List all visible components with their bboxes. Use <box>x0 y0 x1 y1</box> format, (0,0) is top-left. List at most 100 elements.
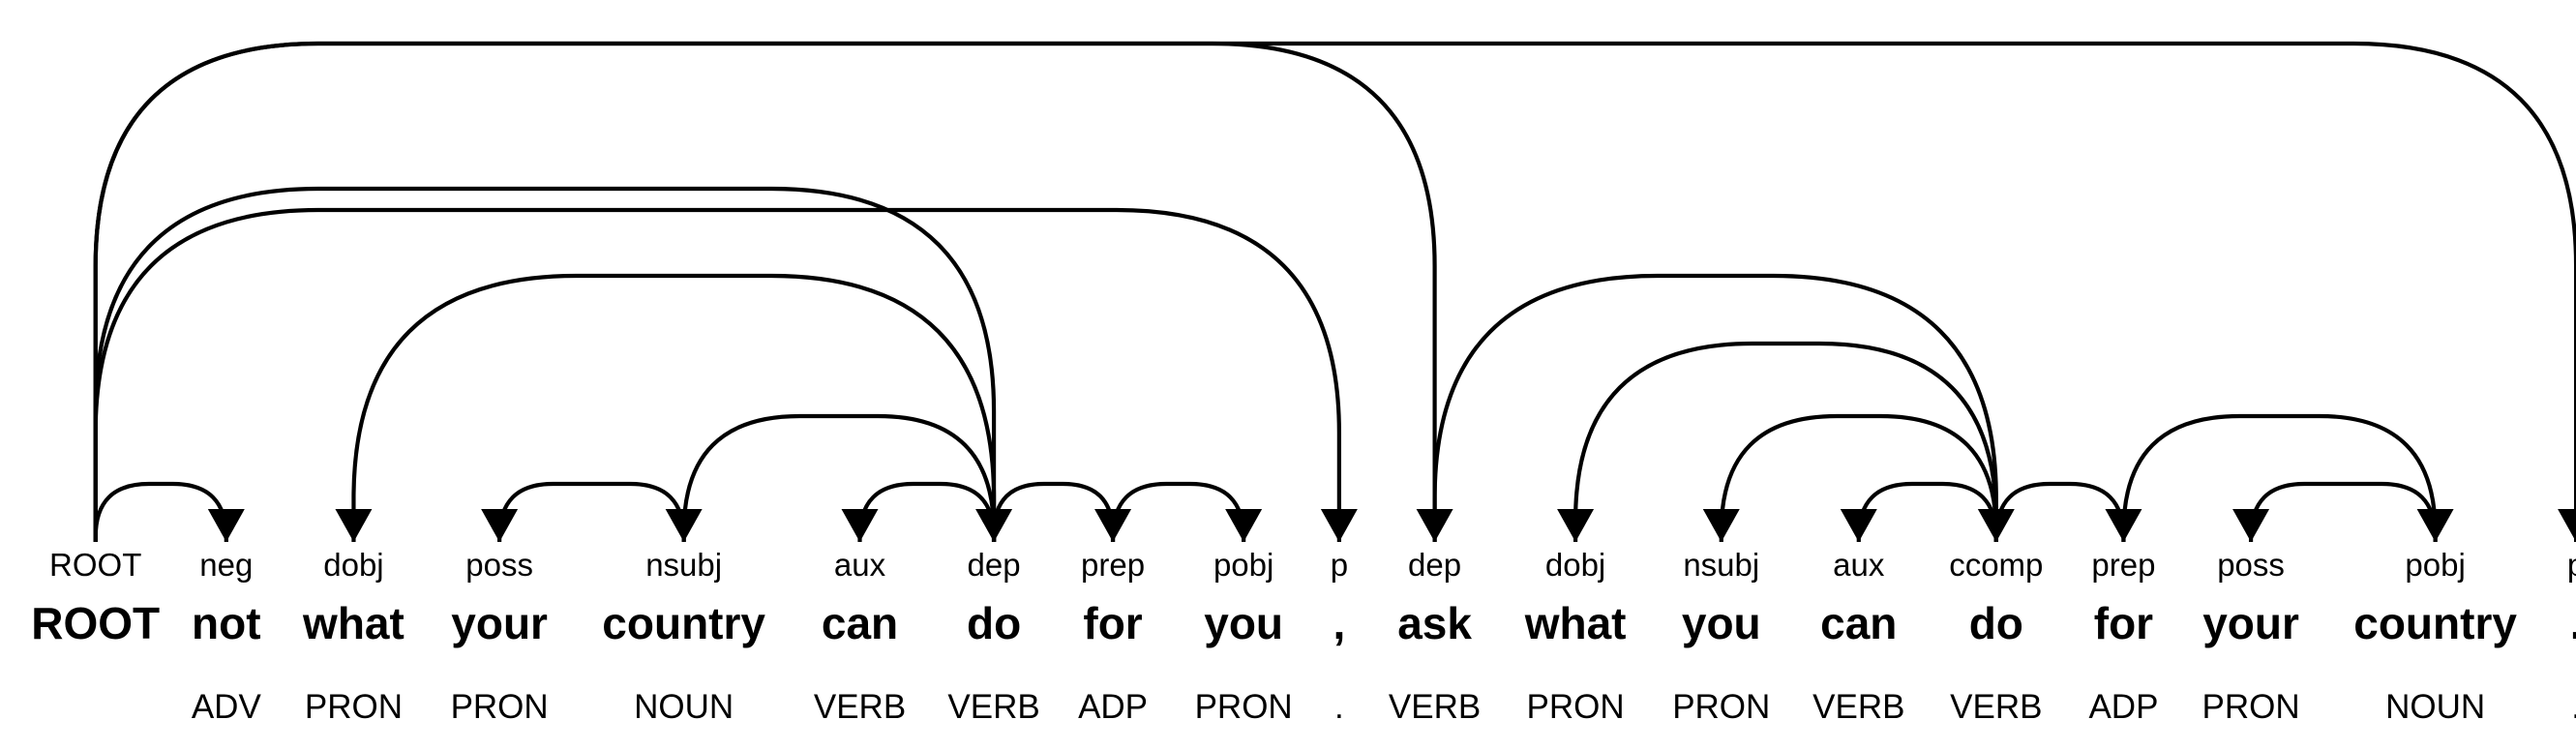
dependency-label: prep <box>1081 547 1145 583</box>
dependency-arc <box>93 481 245 542</box>
arc-curve <box>351 273 997 542</box>
pos-tag: NOUN <box>2385 688 2485 726</box>
token-word: ROOT <box>31 598 160 648</box>
arrow-head-icon <box>481 509 519 542</box>
dependency-arc <box>1110 481 1263 542</box>
dependency-arc <box>2121 413 2454 542</box>
arc-curve <box>1573 341 1998 542</box>
dependency-label: pobj <box>1213 547 1273 583</box>
arrow-head-icon <box>1557 509 1595 542</box>
arrow-head-icon <box>335 509 373 542</box>
arrow-head-icon <box>207 509 245 542</box>
arc-curve <box>93 41 2576 542</box>
arc-curve <box>93 207 1341 542</box>
arc-curve <box>1110 481 1246 542</box>
pos-tag: PRON <box>451 688 549 726</box>
arc-curve <box>1856 481 1998 542</box>
dependency-label: dep <box>1408 547 1461 583</box>
pos-tag: . <box>2571 688 2576 726</box>
dependency-label: ccomp <box>1949 547 2043 583</box>
arrow-head-icon <box>1320 509 1358 542</box>
pos-tag: PRON <box>1527 688 1625 726</box>
arc-curve <box>93 481 228 542</box>
pos-tag: PRON <box>1672 688 1770 726</box>
arcs-layer <box>93 41 2576 542</box>
dependency-label: p <box>2567 547 2576 583</box>
arc-curve <box>497 481 686 542</box>
token-word: . <box>2570 598 2576 648</box>
dependency-arc <box>93 41 2576 542</box>
token-word: , <box>1333 598 1345 648</box>
dependency-arc <box>665 413 997 542</box>
dependency-label: poss <box>465 547 533 583</box>
dependency-arc <box>481 481 686 542</box>
dependency-arc <box>93 207 1358 542</box>
token-word: your <box>2202 598 2299 648</box>
dependency-label: poss <box>2217 547 2285 583</box>
arc-curve <box>2248 481 2438 542</box>
pos-tag: VERB <box>814 688 906 726</box>
token-word: your <box>451 598 548 648</box>
arc-curve <box>857 481 997 542</box>
token-word: for <box>2094 598 2153 648</box>
arc-curve <box>1993 481 2126 542</box>
token-word: country <box>602 598 765 648</box>
dependency-arc <box>1993 481 2142 542</box>
token-word: do <box>1969 598 2023 648</box>
pos-tag: ADP <box>1078 688 1148 726</box>
pos-tag: VERB <box>1812 688 1904 726</box>
arrow-head-icon <box>2558 509 2576 542</box>
arc-curve <box>1432 273 1998 542</box>
arrow-head-icon <box>1702 509 1740 542</box>
dependency-label: ROOT <box>49 547 141 583</box>
token-word: country <box>2353 598 2517 648</box>
pos-tag: VERB <box>947 688 1039 726</box>
arrow-head-icon <box>1840 509 1877 542</box>
dependency-label: p <box>1331 547 1348 583</box>
dependency-arc <box>1702 413 1998 542</box>
arrow-head-icon <box>1225 509 1263 542</box>
token-word: do <box>967 598 1021 648</box>
arrow-head-icon <box>841 509 879 542</box>
dependency-arc <box>2232 481 2438 542</box>
arc-curve <box>93 186 997 542</box>
pos-tag: VERB <box>1950 688 2042 726</box>
token-word: you <box>1204 598 1283 648</box>
dependency-arc <box>841 481 997 542</box>
dependency-label: aux <box>1833 547 1885 583</box>
dependency-label: nsubj <box>645 547 722 583</box>
arc-curve <box>681 413 997 542</box>
pos-tag: . <box>1334 688 1344 726</box>
pos-tag: PRON <box>2202 688 2300 726</box>
token-word: ask <box>1397 598 1472 648</box>
token-word: can <box>1820 598 1897 648</box>
token-word: for <box>1083 598 1142 648</box>
token-word: what <box>1524 598 1627 648</box>
arrow-head-icon <box>2416 509 2454 542</box>
token-word: not <box>192 598 261 648</box>
dependency-arc <box>335 273 997 542</box>
arrow-head-icon <box>665 509 703 542</box>
arc-curve <box>93 41 1437 542</box>
arc-curve <box>2121 413 2438 542</box>
pos-tags-layer: ADV PRON PRON NOUN VERB VERB ADP PRON. VERB PRON P… <box>192 688 2576 726</box>
dependency-label: dobj <box>1545 547 1605 583</box>
dependency-label: prep <box>2091 547 2155 583</box>
dependency-arc <box>93 186 1013 542</box>
dependency-arc <box>1557 341 1998 542</box>
pos-tag: ADV <box>192 688 262 726</box>
dependency-label: aux <box>834 547 886 583</box>
token-word: you <box>1682 598 1761 648</box>
arc-curve <box>1719 413 1998 542</box>
pos-tag: ADP <box>2088 688 2158 726</box>
dependency-label: pobj <box>2405 547 2465 583</box>
dependency-arc <box>991 481 1132 542</box>
dependency-arc <box>1840 481 1998 542</box>
pos-tag: PRON <box>305 688 403 726</box>
arc-curve <box>991 481 1116 542</box>
pos-tag: VERB <box>1389 688 1481 726</box>
